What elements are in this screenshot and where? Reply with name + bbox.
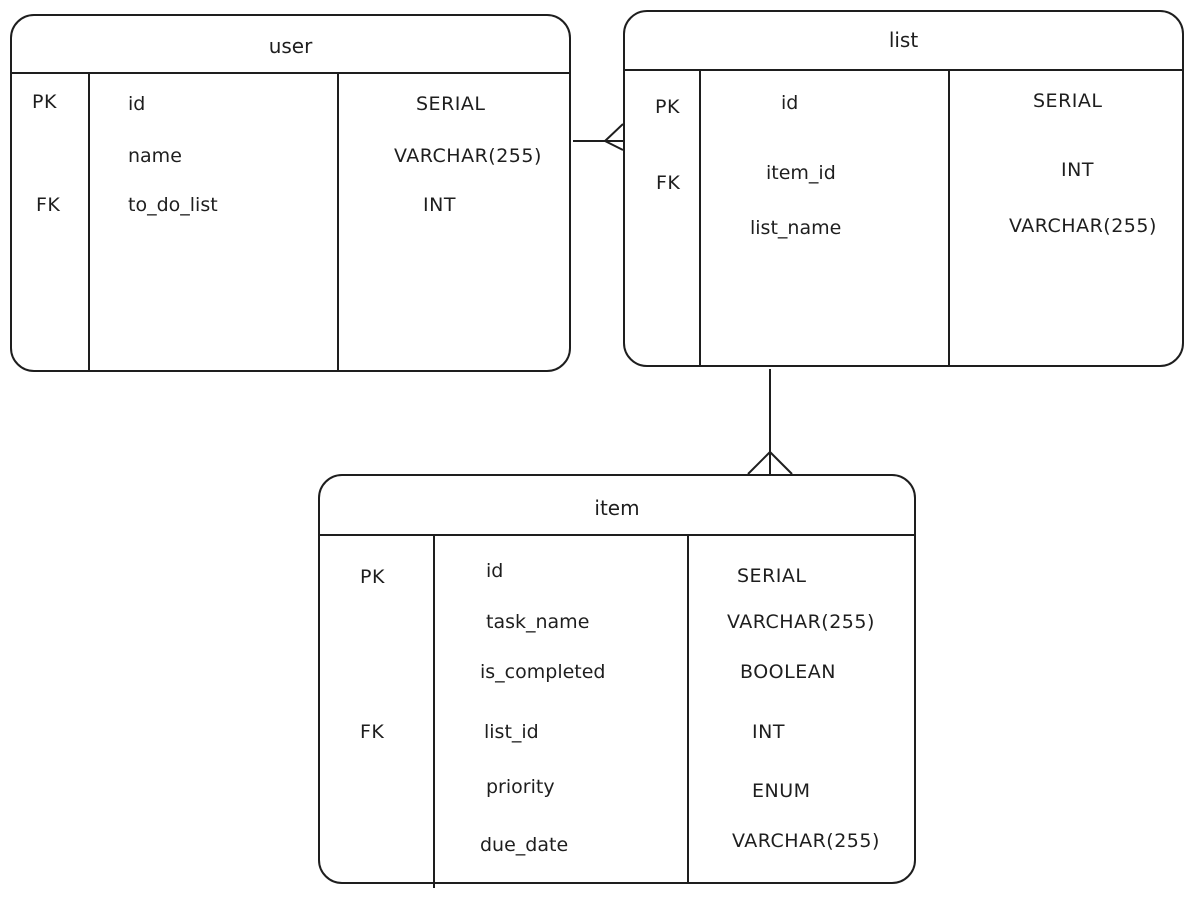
key-marker: PK	[360, 566, 385, 588]
field-type: INT	[423, 194, 456, 216]
column-divider	[337, 74, 339, 370]
entity-item[interactable]: item PK id SERIAL task_name VARCHAR(255)…	[318, 474, 916, 888]
key-marker: PK	[655, 96, 680, 118]
column-divider	[687, 536, 689, 882]
field-name: list_id	[484, 721, 539, 743]
column-divider	[948, 71, 950, 365]
field-name: is_completed	[480, 661, 606, 683]
user-list-relationship	[573, 123, 624, 151]
field-type: SERIAL	[737, 565, 807, 587]
field-type: ENUM	[752, 780, 811, 802]
field-type: VARCHAR(255)	[727, 611, 875, 633]
field-name: id	[781, 92, 799, 114]
field-name: priority	[486, 776, 555, 798]
field-name: list_name	[750, 217, 842, 239]
field-name: name	[128, 145, 182, 167]
field-name: id	[128, 93, 146, 115]
entity-title: item	[594, 496, 640, 520]
field-name: to_do_list	[128, 194, 218, 216]
key-marker: FK	[360, 721, 385, 743]
field-name: due_date	[480, 834, 569, 856]
field-type: INT	[752, 721, 785, 743]
column-divider	[699, 71, 701, 365]
header-divider	[625, 69, 1182, 71]
field-type: INT	[1061, 159, 1094, 181]
list-item-relationship	[747, 369, 793, 475]
field-type: VARCHAR(255)	[394, 145, 542, 167]
column-divider	[88, 74, 90, 370]
entity-title: user	[268, 34, 313, 58]
field-type: SERIAL	[416, 93, 486, 115]
key-marker: FK	[656, 172, 681, 194]
field-name: item_id	[766, 162, 836, 184]
column-divider	[433, 536, 435, 888]
entity-title: list	[888, 28, 919, 52]
field-name: task_name	[486, 611, 590, 633]
key-marker: FK	[36, 194, 61, 216]
field-type: VARCHAR(255)	[732, 830, 880, 852]
header-divider	[320, 534, 914, 536]
entity-list[interactable]: list PK id SERIAL FK item_id INT list_na…	[623, 10, 1184, 367]
field-name: id	[486, 560, 504, 582]
field-type: SERIAL	[1033, 90, 1103, 112]
field-type: VARCHAR(255)	[1009, 215, 1157, 237]
entity-user[interactable]: user PK id SERIAL name VARCHAR(255) FK t…	[10, 14, 571, 372]
header-divider	[12, 72, 569, 74]
key-marker: PK	[32, 91, 57, 113]
field-type: BOOLEAN	[740, 661, 836, 683]
